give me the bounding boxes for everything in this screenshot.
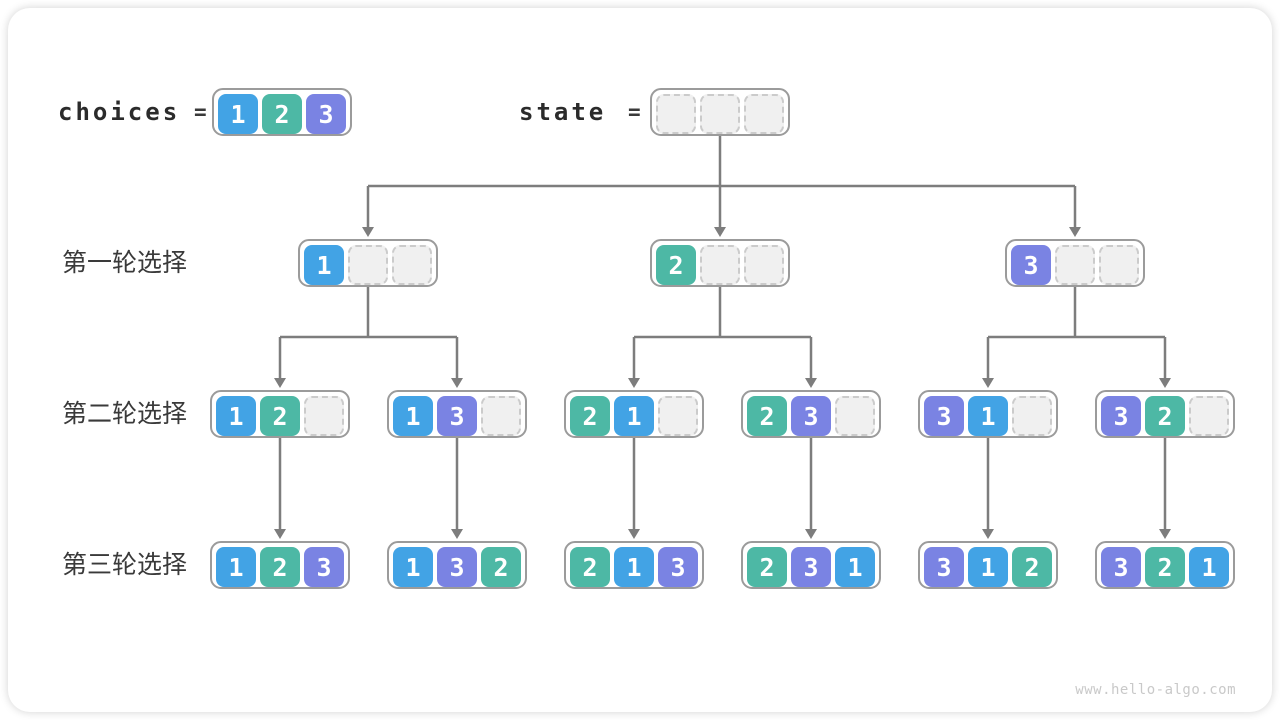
state-equals-sign: = [628, 100, 641, 124]
value-cell: 2 [1145, 547, 1185, 587]
value-cell: 3 [791, 547, 831, 587]
value-cell: 1 [216, 396, 256, 436]
empty-cell [700, 94, 740, 134]
value-cell: 1 [218, 94, 258, 134]
value-cell: 3 [437, 396, 477, 436]
round-label-3: 第三轮选择 [62, 551, 188, 579]
empty-cell [656, 94, 696, 134]
value-cell: 3 [924, 396, 964, 436]
value-cell: 3 [437, 547, 477, 587]
value-cell: 1 [1189, 547, 1229, 587]
state-node-r1-1: 1 [298, 239, 438, 287]
empty-cell [392, 245, 432, 285]
value-cell: 3 [306, 94, 346, 134]
empty-cell [1099, 245, 1139, 285]
value-cell: 1 [968, 396, 1008, 436]
value-cell: 3 [1011, 245, 1051, 285]
value-cell: 2 [747, 547, 787, 587]
state-node-r1-3: 3 [1005, 239, 1145, 287]
round-label-1: 第一轮选择 [62, 249, 188, 277]
state-array [650, 88, 790, 136]
value-cell: 1 [393, 396, 433, 436]
value-cell: 1 [393, 547, 433, 587]
value-cell: 1 [614, 547, 654, 587]
value-cell: 2 [1145, 396, 1185, 436]
empty-cell [348, 245, 388, 285]
value-cell: 2 [262, 94, 302, 134]
empty-cell [304, 396, 344, 436]
value-cell: 3 [791, 396, 831, 436]
value-cell: 3 [1101, 547, 1141, 587]
state-node-r1-2: 2 [650, 239, 790, 287]
value-cell: 3 [1101, 396, 1141, 436]
choices-label: choices [58, 98, 181, 126]
value-cell: 3 [924, 547, 964, 587]
value-cell: 2 [570, 396, 610, 436]
value-cell: 3 [304, 547, 344, 587]
value-cell: 1 [216, 547, 256, 587]
value-cell: 2 [260, 547, 300, 587]
value-cell: 1 [835, 547, 875, 587]
value-cell: 1 [304, 245, 344, 285]
empty-cell [744, 245, 784, 285]
empty-cell [481, 396, 521, 436]
value-cell: 2 [260, 396, 300, 436]
empty-cell [835, 396, 875, 436]
choices-equals-sign: = [194, 100, 207, 124]
value-cell: 1 [614, 396, 654, 436]
empty-cell [700, 245, 740, 285]
empty-cell [1189, 396, 1229, 436]
value-cell: 3 [658, 547, 698, 587]
round-label-2: 第二轮选择 [62, 400, 188, 428]
empty-cell [744, 94, 784, 134]
watermark: www.hello-algo.com [1075, 682, 1236, 698]
value-cell: 2 [656, 245, 696, 285]
value-cell: 2 [747, 396, 787, 436]
value-cell: 1 [968, 547, 1008, 587]
empty-cell [658, 396, 698, 436]
value-cell: 2 [1012, 547, 1052, 587]
value-cell: 2 [481, 547, 521, 587]
empty-cell [1012, 396, 1052, 436]
empty-cell [1055, 245, 1095, 285]
value-cell: 2 [570, 547, 610, 587]
state-label: state [519, 98, 607, 126]
